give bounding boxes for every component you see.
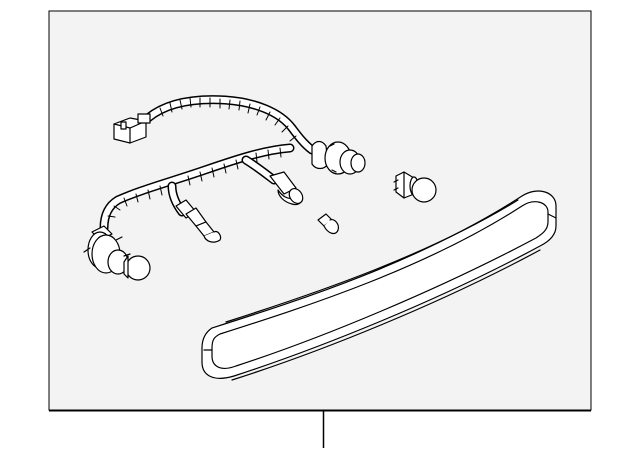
high-mount-stop-lamp: [201, 190, 557, 381]
wedge-bulb: [317, 213, 339, 235]
harness-connector: [113, 113, 151, 144]
bulb: [123, 253, 151, 281]
bulb-socket: [311, 140, 366, 175]
bulb: [393, 171, 437, 203]
bulb-socket: [175, 199, 222, 243]
bulb-socket: [269, 171, 304, 206]
